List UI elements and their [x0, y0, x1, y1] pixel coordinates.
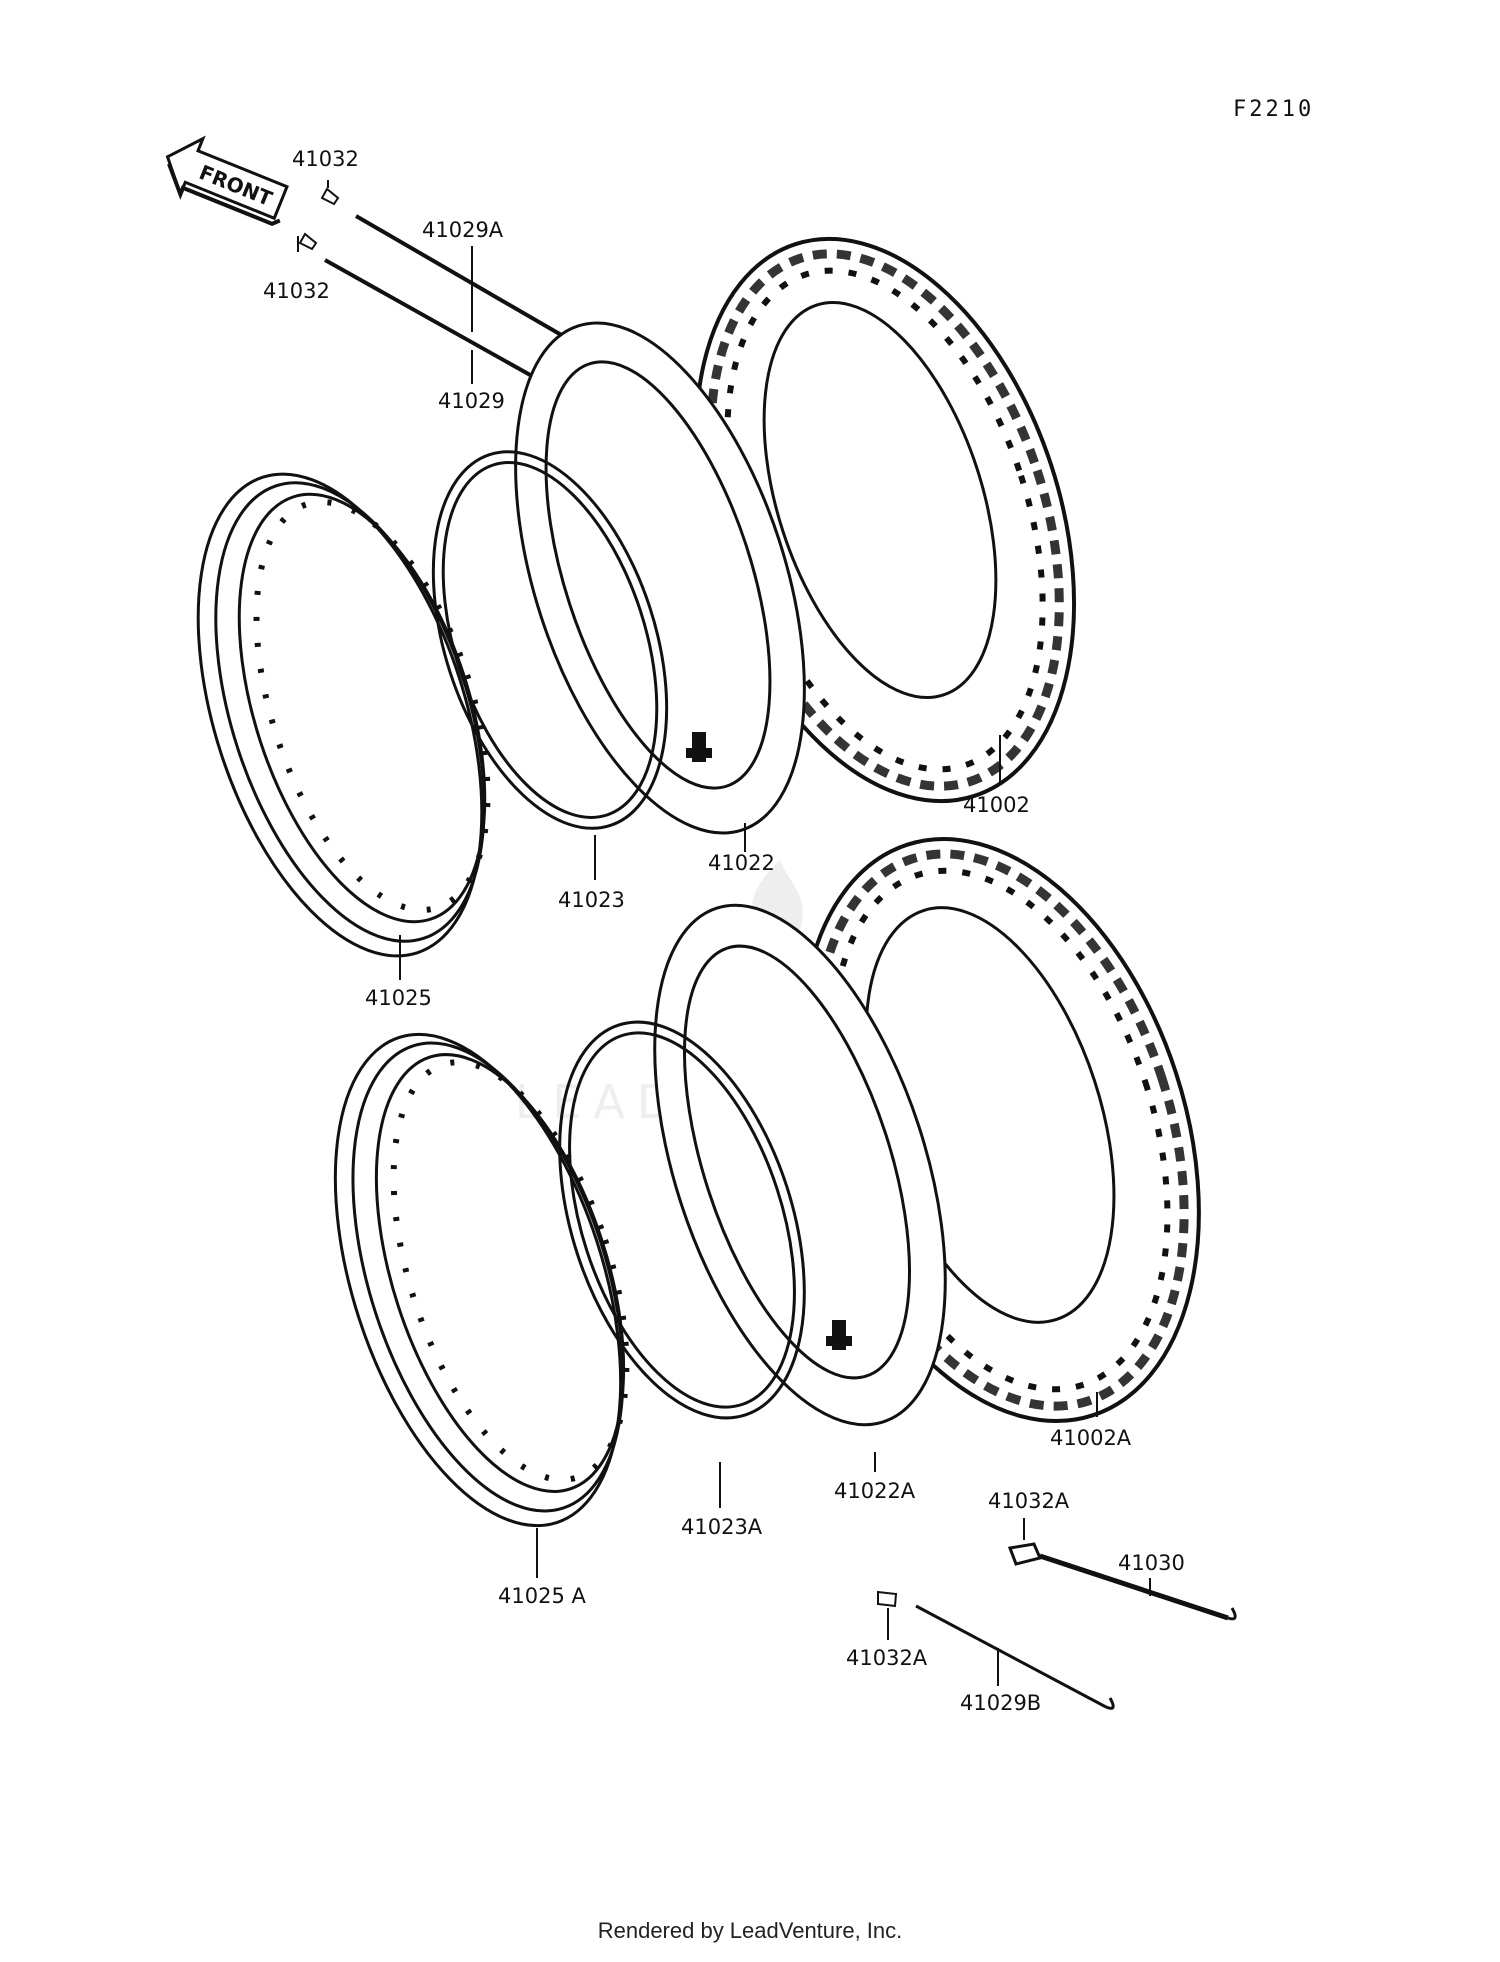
part-label-41032-top: 41032 — [292, 147, 359, 171]
spoke-41029 — [298, 232, 542, 390]
footer-credit: Rendered by LeadVenture, Inc. — [597, 1918, 903, 1943]
part-label-41032-bottom: 41032 — [263, 279, 330, 303]
rim-41025 — [196, 472, 491, 958]
part-label-41002: 41002 — [963, 793, 1030, 817]
spoke-41029B — [877, 1590, 1115, 1710]
part-label-41029: 41029 — [438, 389, 505, 413]
figure-code: F2210 — [1233, 97, 1314, 122]
part-label-41032A-bottom: 41032A — [846, 1646, 928, 1670]
tube-41022 — [514, 321, 806, 835]
part-label-41029B: 41029B — [960, 1691, 1041, 1715]
rim-41025A — [333, 1032, 630, 1528]
part-label-41023: 41023 — [558, 888, 625, 912]
part-label-41023A: 41023A — [681, 1515, 763, 1539]
part-label-41032A-top: 41032A — [988, 1489, 1070, 1513]
part-label-41029A: 41029A — [422, 218, 504, 242]
leader-lines — [297, 180, 1151, 1686]
part-label-41022A: 41022A — [834, 1479, 916, 1503]
part-label-41025: 41025 — [365, 986, 432, 1010]
rim-band-41023A — [558, 1020, 806, 1420]
tube-41022A — [653, 903, 947, 1427]
part-label-41022: 41022 — [708, 851, 775, 875]
front-arrow-icon: FRONT — [165, 135, 289, 226]
spoke-41029A — [320, 187, 580, 354]
spoke-41030 — [1007, 1542, 1237, 1621]
part-label-41030: 41030 — [1118, 1551, 1185, 1575]
part-label-41025A: 41025 A — [498, 1584, 586, 1608]
part-label-41002A: 41002A — [1050, 1426, 1132, 1450]
